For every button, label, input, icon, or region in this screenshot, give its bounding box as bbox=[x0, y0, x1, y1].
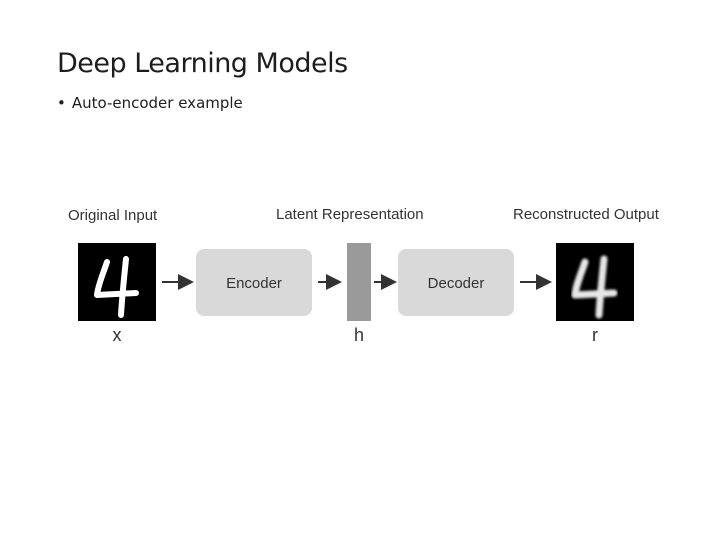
slide-title: Deep Learning Models bbox=[57, 48, 348, 79]
symbol-x: x bbox=[113, 325, 122, 345]
symbol-r: r bbox=[592, 325, 598, 345]
output-digit-image bbox=[556, 243, 634, 321]
label-latent-representation: Latent Representation bbox=[276, 206, 424, 223]
label-original-input: Original Input bbox=[68, 207, 158, 224]
bullet-item: • Auto-encoder example bbox=[57, 94, 243, 112]
decoder-box: Decoder bbox=[398, 249, 514, 316]
symbol-h: h bbox=[354, 325, 364, 345]
latent-bar bbox=[347, 243, 371, 321]
bullet-text: Auto-encoder example bbox=[71, 94, 243, 112]
bullet-marker: • bbox=[57, 94, 66, 112]
encoder-box: Encoder bbox=[196, 249, 312, 316]
encoder-label: Encoder bbox=[226, 275, 282, 292]
input-digit-image bbox=[78, 243, 156, 321]
label-reconstructed-output: Reconstructed Output bbox=[513, 206, 660, 223]
decoder-label: Decoder bbox=[428, 275, 485, 292]
